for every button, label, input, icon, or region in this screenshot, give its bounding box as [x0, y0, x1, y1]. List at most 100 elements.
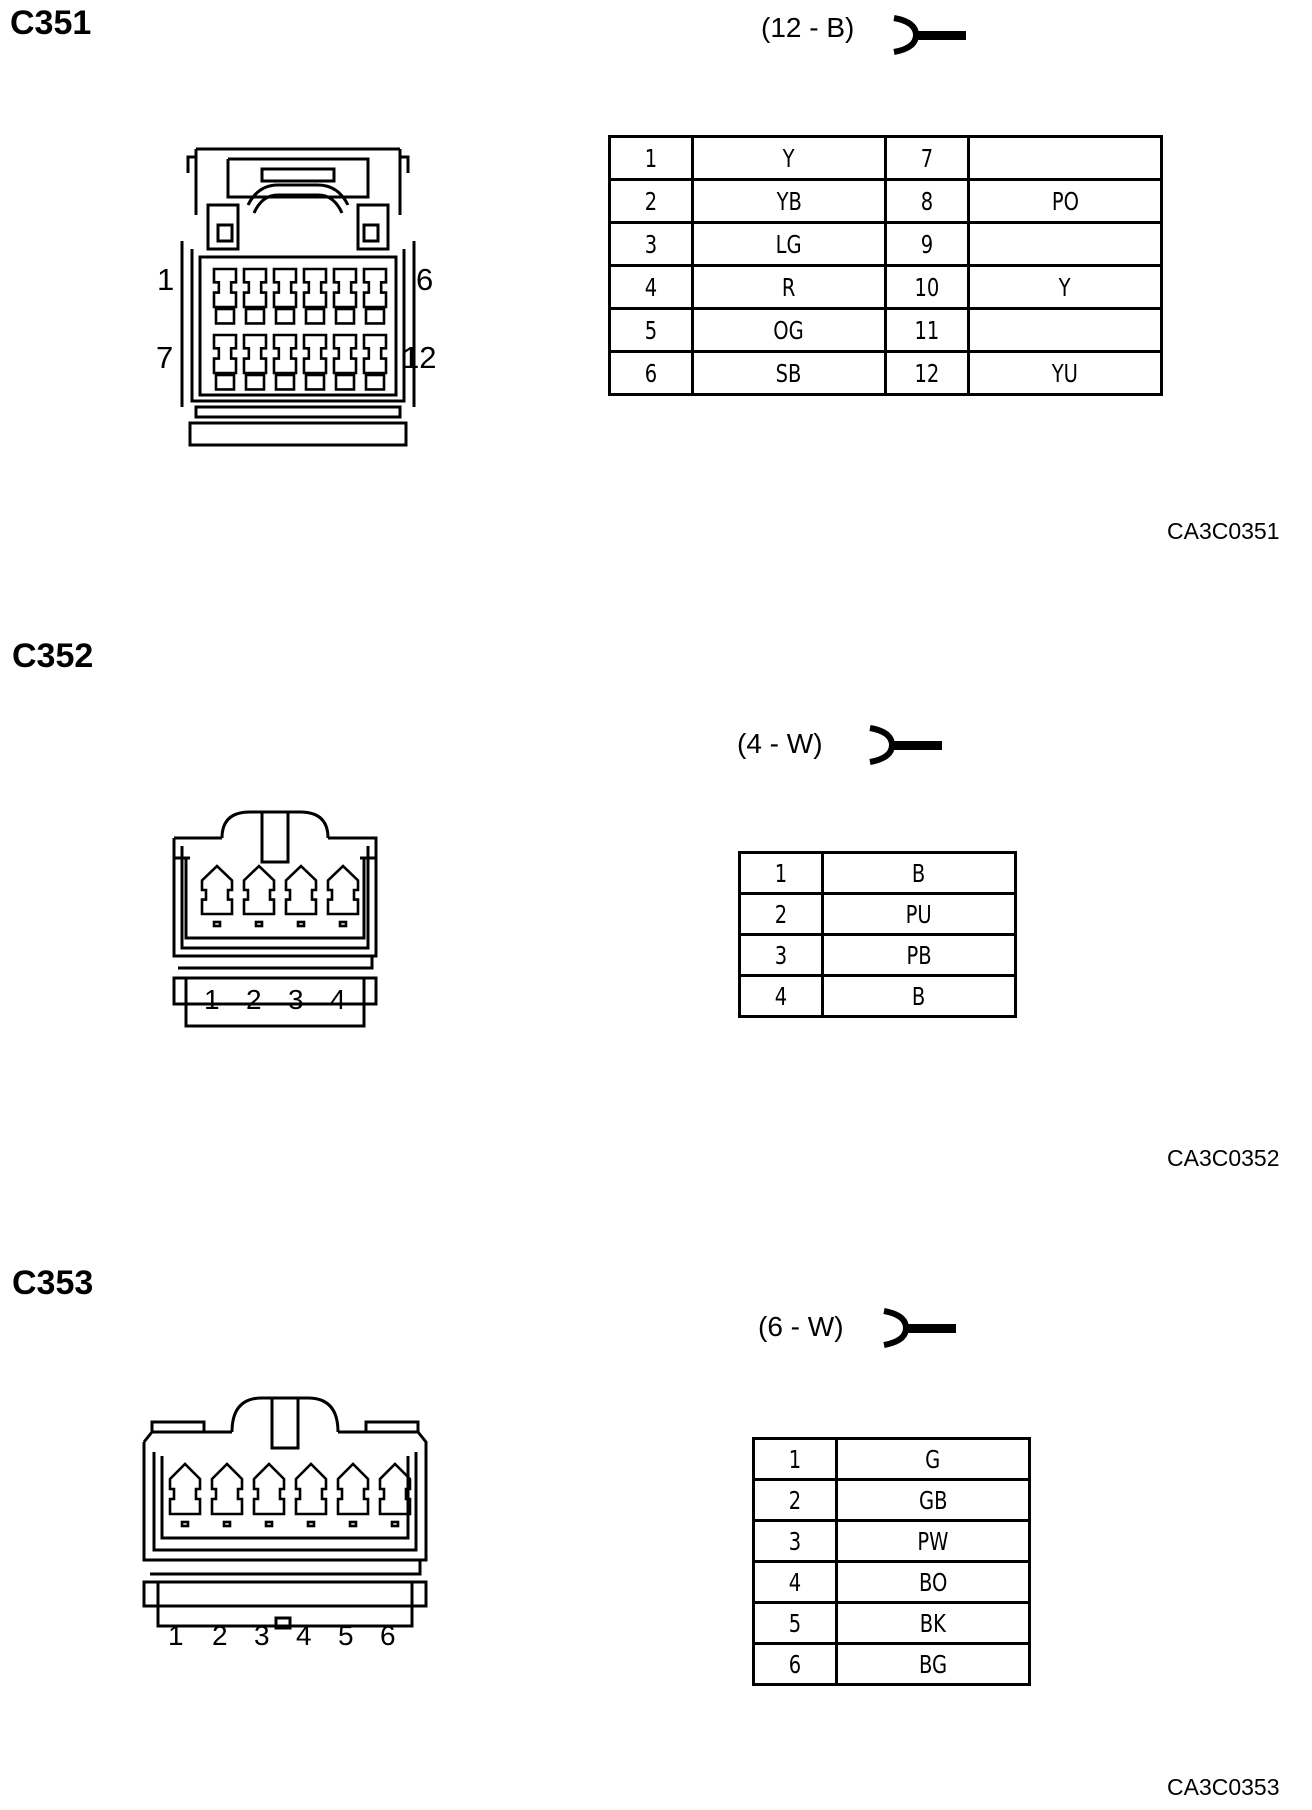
pin-cell: 7: [884, 135, 970, 181]
plug-number: 3: [288, 984, 304, 1015]
terminal-dot: [180, 1520, 190, 1528]
wire-color-cell: B: [821, 974, 1017, 1018]
terminal-cavity: [242, 333, 268, 375]
terminal-cavity: [378, 1462, 412, 1516]
pin-cell: 9: [884, 221, 970, 267]
terminal-cavity: [212, 333, 238, 375]
terminal-cavity: [272, 333, 298, 375]
pin-label-7: 7: [156, 340, 174, 375]
table-row: 1 G: [752, 1437, 1031, 1481]
wire-color-cell: [967, 221, 1163, 267]
terminal-cavity: [272, 267, 298, 309]
terminal-latch: [274, 307, 296, 325]
connector-spec: (12 - B): [761, 12, 855, 43]
table-row: 3 PB: [738, 933, 1017, 977]
pin-cell: 2: [752, 1478, 838, 1522]
pin-cell: 5: [608, 307, 694, 353]
table-row: 5 BK: [752, 1601, 1031, 1645]
wire-color-cell: BG: [835, 1642, 1031, 1686]
connector-title: C352: [12, 637, 94, 675]
pin-cell: 1: [738, 851, 824, 895]
connector-spec: (4 - W): [737, 728, 823, 759]
table-row: 3 PW: [752, 1519, 1031, 1563]
table-row: 4 B: [738, 974, 1017, 1018]
table-row: 4 R 10 Y: [608, 264, 1163, 310]
wire-color-cell: BK: [835, 1601, 1031, 1645]
terminal-cavity: [200, 864, 234, 916]
pin-cell: 1: [608, 135, 694, 181]
pin-cell: 4: [608, 264, 694, 310]
wire-color-cell: Y: [967, 264, 1163, 310]
pin-table: 1 Y 7 2 YB 8 PO 3 LG 9 4 R 10 Y 5 OG 11 …: [608, 135, 1163, 396]
terminal-cavity: [362, 333, 388, 375]
plug-number: 5: [338, 1620, 354, 1651]
table-row: 3 LG 9: [608, 221, 1163, 267]
terminal-latch: [304, 307, 326, 325]
terminal-latch: [364, 307, 386, 325]
pin-table: 1 G 2 GB 3 PW 4 BO 5 BK 6 BG: [752, 1437, 1031, 1686]
plug-number: 1: [204, 984, 220, 1015]
plug-number: 2: [212, 1620, 228, 1651]
pin-cell: 3: [738, 933, 824, 977]
terminal-dot: [338, 920, 348, 928]
wire-color-cell: PU: [821, 892, 1017, 936]
terminal-latch: [274, 373, 296, 391]
plug-number: 1: [168, 1620, 184, 1651]
connector-title: C353: [12, 1264, 94, 1302]
plug-number: 6: [380, 1620, 396, 1651]
table-row: 5 OG 11: [608, 307, 1163, 353]
wire-color-cell: YU: [967, 350, 1163, 396]
terminal-dot: [306, 1520, 316, 1528]
pin-cell: 3: [752, 1519, 838, 1563]
terminal-latch: [334, 307, 356, 325]
terminal-latch: [334, 373, 356, 391]
pin-cell: 5: [752, 1601, 838, 1645]
pin-cell: 12: [884, 350, 970, 396]
pin-cell: 8: [884, 178, 970, 224]
pin-cell: 2: [738, 892, 824, 936]
wire-color-cell: YB: [691, 178, 887, 224]
plug-icon: [869, 725, 942, 765]
terminal-cavity: [284, 864, 318, 916]
wire-color-cell: GB: [835, 1478, 1031, 1522]
wire-color-cell: PW: [835, 1519, 1031, 1563]
pin-cell: 10: [884, 264, 970, 310]
pin-cell: 6: [608, 350, 694, 396]
wire-color-cell: LG: [691, 221, 887, 267]
pin-cell: 3: [608, 221, 694, 267]
pin-cell: 4: [752, 1560, 838, 1604]
wire-color-cell: Y: [691, 135, 887, 181]
terminal-dot: [212, 920, 222, 928]
terminal-cavity: [168, 1462, 202, 1516]
table-row: 4 BO: [752, 1560, 1031, 1604]
diagram-code: CA3C0352: [1167, 1145, 1280, 1171]
wire-color-cell: SB: [691, 350, 887, 396]
terminal-cavity: [326, 864, 360, 916]
pin-cell: 2: [608, 178, 694, 224]
wire-color-cell: PO: [967, 178, 1163, 224]
terminal-dot: [348, 1520, 358, 1528]
table-row: 6 BG: [752, 1642, 1031, 1686]
plug-icon: [883, 1308, 956, 1348]
table-row: 1 Y 7: [608, 135, 1163, 181]
connector-face-diagram: [180, 147, 416, 447]
connector-spec: (6 - W): [758, 1311, 844, 1342]
wire-color-cell: G: [835, 1437, 1031, 1481]
terminal-cavity: [212, 267, 238, 309]
wire-color-cell: PB: [821, 933, 1017, 977]
plug-number: 4: [330, 984, 346, 1015]
terminal-cavity: [294, 1462, 328, 1516]
terminal-cavity: [242, 267, 268, 309]
pin-label-1: 1: [157, 262, 175, 297]
terminal-dot: [264, 1520, 274, 1528]
terminal-latch: [214, 307, 236, 325]
terminal-cavity: [336, 1462, 370, 1516]
terminal-latch: [364, 373, 386, 391]
terminal-latch: [244, 373, 266, 391]
connector-face-diagram: [172, 810, 378, 1028]
terminal-dot: [254, 920, 264, 928]
table-row: 1 B: [738, 851, 1017, 895]
pin-label-6: 6: [416, 262, 434, 297]
pin-cell: 4: [738, 974, 824, 1018]
terminal-latch: [304, 373, 326, 391]
